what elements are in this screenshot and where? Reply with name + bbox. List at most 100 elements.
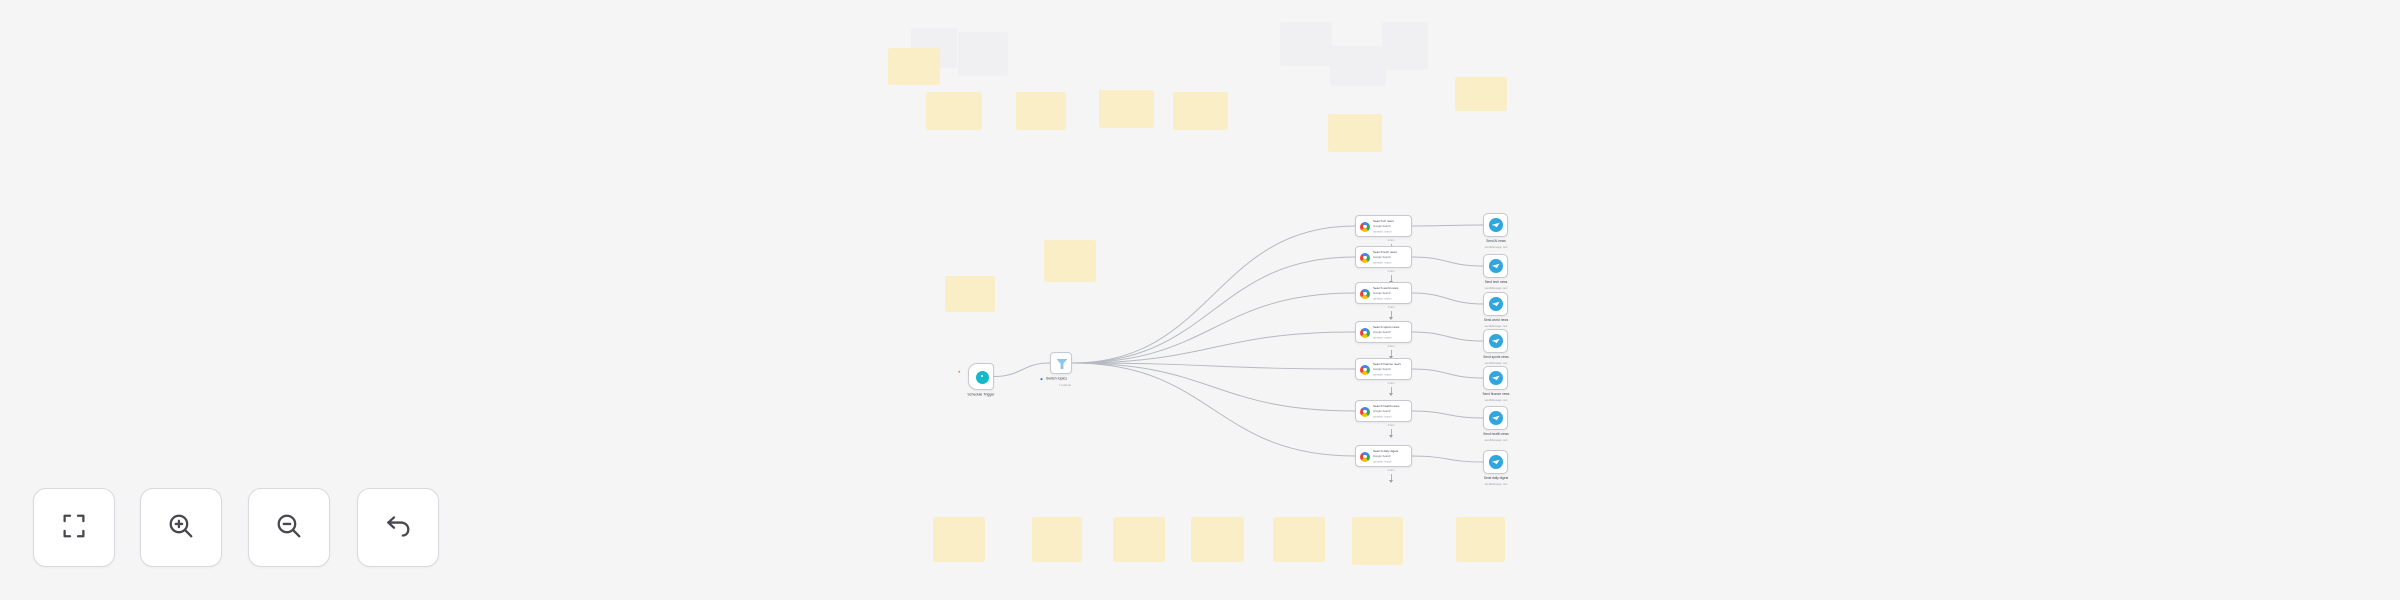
reset-zoom-button[interactable]: [357, 488, 439, 567]
stub-connector: [1391, 274, 1392, 281]
telegram-icon: [1488, 411, 1503, 425]
fit-view-icon: [58, 510, 90, 545]
sticky-note[interactable]: [1044, 240, 1096, 282]
telegram-plane-glyph: [1491, 263, 1500, 269]
sticky-note[interactable]: [1016, 92, 1066, 130]
card-note: operation: search: [1373, 230, 1392, 233]
telegram-plane-glyph: [1491, 301, 1500, 307]
telegram-plane-glyph: [1491, 338, 1500, 344]
card-subtitle: Google Search: [1373, 409, 1392, 413]
card-title: Search health news: [1373, 404, 1400, 408]
telegram-node[interactable]: [1483, 254, 1508, 278]
wire: [1071, 331, 1356, 364]
google-icon-center: [1363, 255, 1367, 260]
sticky-note-faint: [1330, 46, 1386, 86]
wire: [1071, 362, 1356, 412]
sticky-note[interactable]: [888, 48, 940, 85]
wire: [1071, 362, 1356, 457]
trigger-node[interactable]: [968, 363, 994, 390]
card-title: Search AI news: [1373, 219, 1394, 223]
sticky-note[interactable]: [1352, 517, 1403, 565]
google-service-icon: [1360, 252, 1370, 263]
telegram-plane-glyph: [1491, 459, 1500, 465]
google-service-icon: [1360, 451, 1370, 462]
telegram-node-sublabel: sendMessage: text: [1484, 245, 1507, 249]
telegram-node[interactable]: [1483, 406, 1508, 430]
telegram-node[interactable]: [1483, 292, 1508, 316]
google-icon-center: [1363, 367, 1367, 372]
filter-funnel-icon: [1056, 359, 1068, 369]
google-icon-center: [1363, 330, 1367, 335]
card-note: operation: search: [1373, 460, 1392, 463]
card-subtitle: Google Search: [1373, 330, 1392, 334]
stub-arrow-icon: [1389, 434, 1393, 438]
undo-icon: [382, 510, 414, 545]
card-note: operation: search: [1373, 297, 1392, 300]
wire: [1071, 362, 1356, 370]
stub-arrow-icon: [1389, 392, 1393, 396]
wire: [1071, 225, 1356, 364]
telegram-node[interactable]: [1483, 329, 1508, 353]
stub-connector: [1391, 428, 1392, 435]
telegram-node-sublabel: sendMessage: text: [1484, 438, 1507, 442]
telegram-node[interactable]: [1483, 213, 1508, 237]
router-node[interactable]: [1050, 352, 1072, 374]
telegram-icon: [1488, 218, 1503, 232]
item-count-label: 1 item: [1387, 238, 1395, 242]
stub-arrow-icon: [1389, 479, 1393, 483]
sticky-note[interactable]: [1191, 517, 1244, 562]
item-count-label: 1 item: [1387, 381, 1395, 385]
sticky-note[interactable]: [1032, 517, 1082, 562]
card-subtitle: Google Search: [1373, 255, 1392, 259]
telegram-node[interactable]: [1483, 450, 1508, 474]
card-title: Search world news: [1373, 286, 1399, 290]
card-title: Search finance news: [1373, 362, 1401, 366]
sticky-note[interactable]: [1099, 90, 1154, 128]
card-note: operation: search: [1373, 415, 1392, 418]
sticky-note[interactable]: [1328, 114, 1382, 152]
wire: [1411, 256, 1484, 267]
stub-arrow-icon: [1389, 355, 1393, 359]
sticky-note[interactable]: [1455, 77, 1507, 111]
sticky-note[interactable]: [926, 92, 982, 130]
telegram-node[interactable]: [1483, 366, 1508, 390]
sticky-note[interactable]: [933, 517, 985, 562]
card-note: operation: search: [1373, 261, 1392, 264]
zoom-out-button[interactable]: [248, 488, 330, 567]
telegram-node-sublabel: sendMessage: text: [1484, 398, 1507, 402]
sticky-note[interactable]: [1273, 517, 1325, 562]
google-icon-center: [1363, 291, 1367, 296]
wire: [1411, 331, 1484, 342]
card-note: operation: search: [1373, 336, 1392, 339]
sticky-note[interactable]: [945, 276, 995, 312]
clock-dot: [980, 374, 983, 377]
schedule-trigger-icon: [975, 371, 989, 384]
issue-indicator: *: [958, 370, 961, 377]
sticky-note[interactable]: [1456, 517, 1505, 562]
item-count-label: 1 item: [1387, 423, 1395, 427]
sticky-note[interactable]: [1173, 92, 1228, 130]
fit-view-button[interactable]: [33, 488, 115, 567]
google-icon-center: [1363, 224, 1367, 229]
google-service-icon: [1360, 406, 1370, 417]
sticky-note[interactable]: [1113, 517, 1165, 562]
zoom-in-button[interactable]: [140, 488, 222, 567]
wire: [993, 362, 1051, 377]
card-subtitle: Google Search: [1373, 224, 1392, 228]
card-title: Search daily digest: [1373, 449, 1399, 453]
google-service-icon: [1360, 327, 1370, 338]
telegram-node-sublabel: sendMessage: text: [1484, 361, 1507, 365]
router-label: Switch topics: [1046, 376, 1068, 381]
stub-connector: [1391, 310, 1392, 317]
telegram-plane-glyph: [1491, 375, 1500, 381]
